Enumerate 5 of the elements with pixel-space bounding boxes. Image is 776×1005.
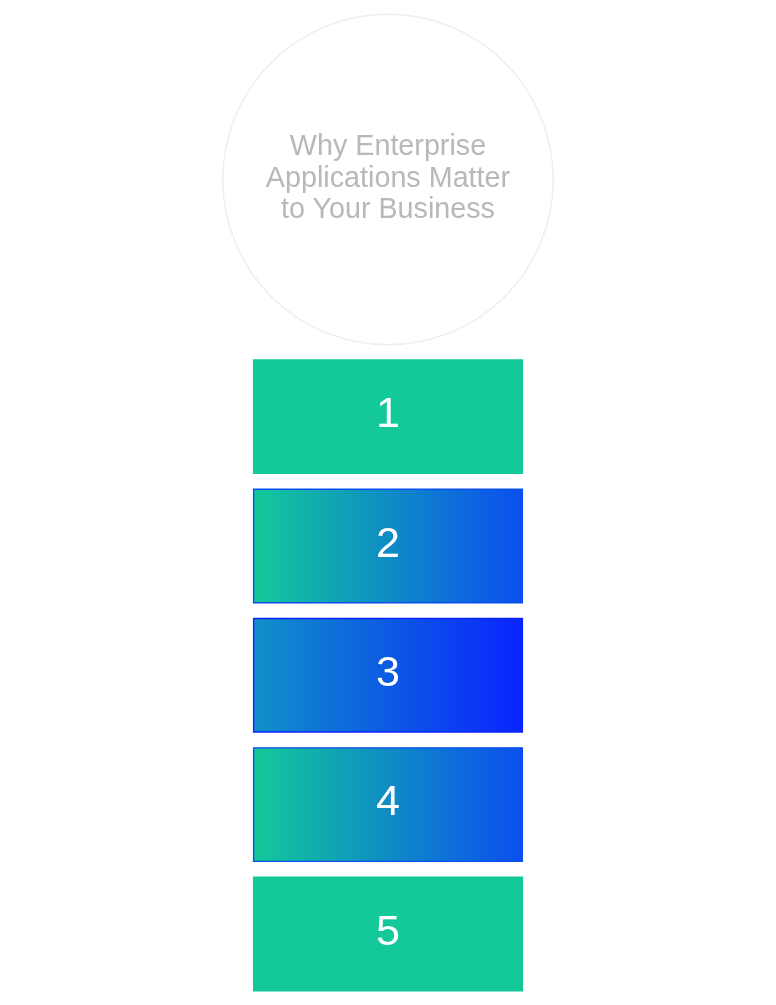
node-box: 2 [252, 488, 524, 604]
node-box: 4 [252, 747, 524, 863]
node-box: 3 [252, 617, 524, 733]
node-box: 1 [252, 359, 524, 475]
node-box: 5 [252, 876, 524, 992]
